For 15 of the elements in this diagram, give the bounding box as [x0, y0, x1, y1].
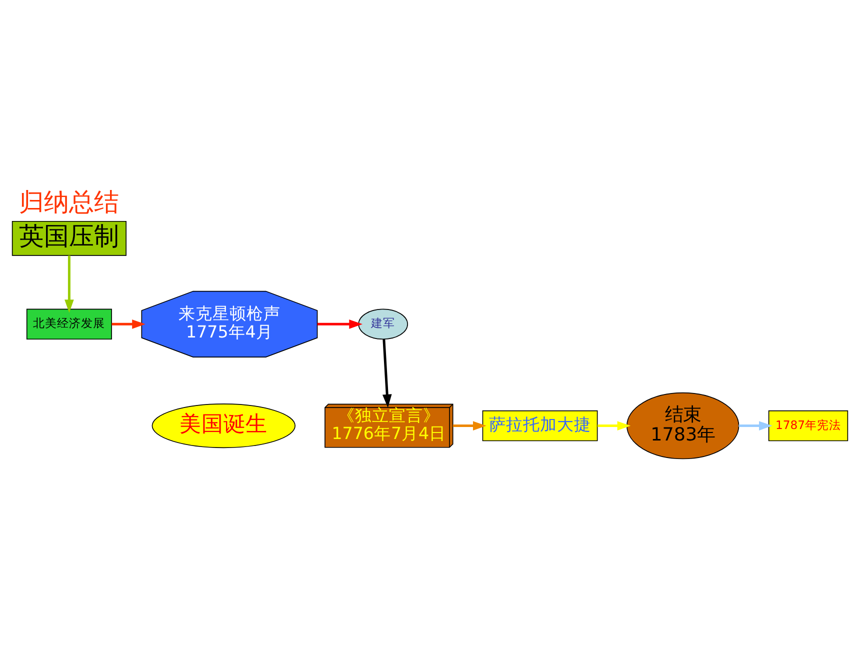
arrow	[317, 319, 362, 328]
arrow	[738, 420, 772, 430]
arrow	[597, 420, 631, 430]
diagram-title: 归纳总结	[19, 187, 120, 216]
arrow	[64, 254, 74, 312]
node-ellipse: 美国诞生	[152, 403, 296, 448]
node-box: 英国压制	[12, 220, 126, 256]
arrow	[112, 319, 146, 328]
node-box: 北美经济发展	[26, 308, 112, 340]
node-box: 萨拉托加大捷	[482, 410, 598, 441]
node-ellipse: 建军	[358, 308, 408, 340]
arrow	[382, 338, 392, 408]
arrow	[452, 420, 486, 430]
node-ellipse: 结束 1783年	[626, 392, 740, 459]
node-box: 1787年宪法	[768, 410, 848, 441]
